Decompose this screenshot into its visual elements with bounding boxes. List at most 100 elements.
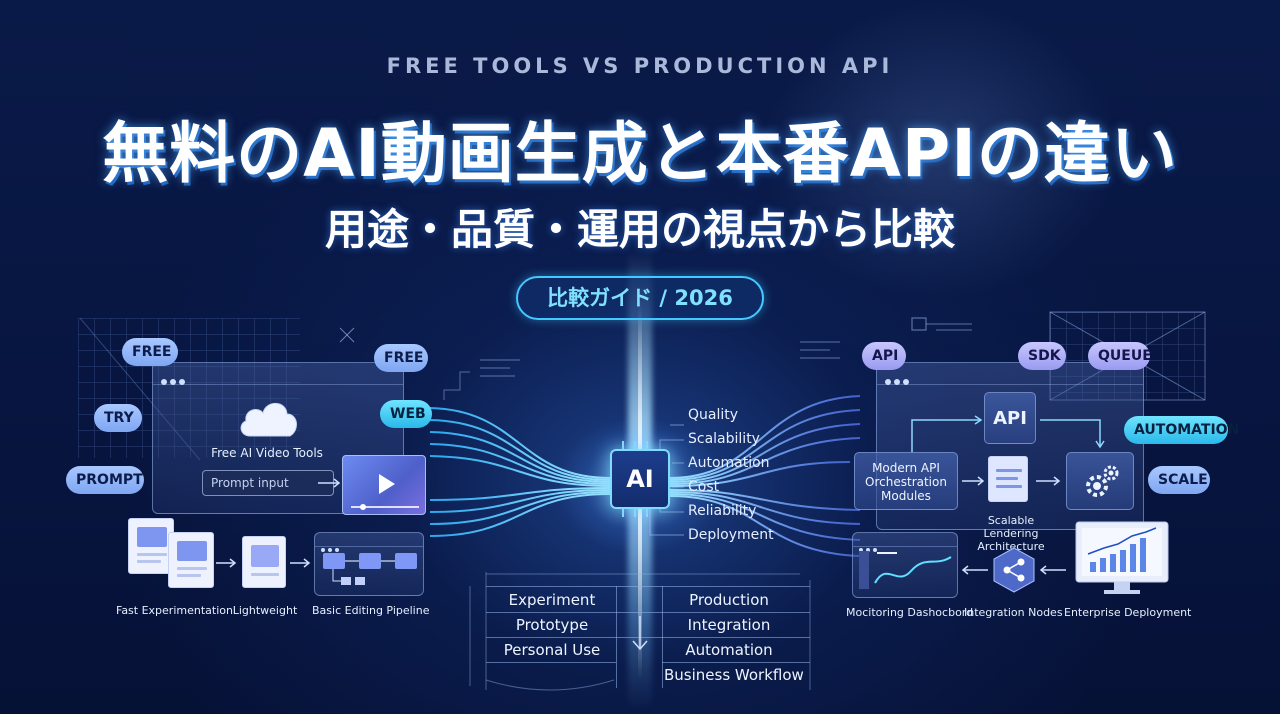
label-integration-nodes: Integration Nodes <box>964 606 1063 619</box>
tag-free: FREE <box>122 338 178 366</box>
window-titlebar <box>853 533 957 552</box>
doc-line <box>996 469 1022 472</box>
chip-pin <box>646 441 648 449</box>
arrow-right-icon <box>216 558 237 568</box>
window-dot <box>903 379 909 385</box>
settings-box <box>1066 452 1134 510</box>
document-stack-icon <box>988 456 1028 502</box>
orchestration-box: Modern API Orchestration Modules <box>854 452 958 510</box>
criteria-scalability: Scalability <box>688 431 760 447</box>
chip-pin <box>634 509 636 517</box>
arrow-right-icon <box>318 478 341 488</box>
doc-line <box>177 567 207 570</box>
doc-line <box>177 574 201 577</box>
free-tools-label: Free AI Video Tools <box>211 446 323 460</box>
window-dot <box>866 548 870 552</box>
doc-line <box>251 573 279 576</box>
label-monitoring-dashboard: Mocitoring Dashocbord <box>846 606 974 619</box>
play-icon <box>351 474 419 510</box>
page-title: 無料のAI動画生成と本番APIの違い <box>102 115 1178 192</box>
criteria-cost: Cost <box>688 479 720 495</box>
doc-line <box>137 560 161 563</box>
tag-free-2: FREE <box>374 344 428 372</box>
comparison-divider <box>486 662 616 663</box>
criteria-quality: Quality <box>688 407 739 423</box>
document-icon <box>128 518 174 574</box>
comparison-divider <box>486 637 810 638</box>
doc-header <box>137 527 167 547</box>
label-fast-experimentation: Fast Experimentation <box>116 604 233 617</box>
pipeline-icon <box>323 553 417 585</box>
chip-pin <box>622 441 624 449</box>
gear-icon <box>1086 465 1119 497</box>
subtitle-ja: 用途・品質・運用の視点から比較 <box>324 205 955 254</box>
window-dot <box>170 379 176 385</box>
criteria-reliability: Reliability <box>688 503 757 519</box>
orchestration-label: Modern API Orchestration Modules <box>865 461 947 503</box>
top-glow <box>760 0 1120 300</box>
cmp-left-experiment: Experiment <box>508 591 596 609</box>
comparison-divider <box>616 586 617 688</box>
editing-pipeline-window <box>314 532 424 596</box>
doc-header <box>251 545 279 567</box>
tag-scale: SCALE <box>1148 466 1210 494</box>
cmp-right-production: Production <box>689 591 769 609</box>
tag-prompt: PROMPT <box>66 466 144 494</box>
window-dot <box>161 379 167 385</box>
doc-line <box>137 553 167 556</box>
subtitle-en: FREE TOOLS VS PRODUCTION API <box>386 54 894 78</box>
video-preview[interactable] <box>342 455 426 515</box>
cmp-right-integration: Integration <box>687 616 771 634</box>
api-box: API <box>984 392 1036 444</box>
comparison-divider <box>486 586 810 587</box>
label-lightweight: Lightweight <box>232 604 298 617</box>
comparison-divider <box>662 662 810 663</box>
document-icon-2 <box>168 532 214 588</box>
scalable-label: Scalable Lendering Architecture <box>977 514 1045 553</box>
window-dot <box>894 379 900 385</box>
window-dot <box>321 548 325 552</box>
ai-chip: AI <box>610 449 670 509</box>
window-dot <box>859 548 863 552</box>
comparison-divider <box>662 586 663 688</box>
window-titlebar <box>153 363 403 385</box>
doc-header <box>177 541 207 561</box>
cmp-left-personal-use: Personal Use <box>503 641 601 659</box>
tag-queue: QUEUE <box>1088 342 1152 370</box>
cmp-right-automation: Automation <box>685 641 773 659</box>
label-enterprise-deployment: Enterprise Deployment <box>1064 606 1192 619</box>
criteria-automation: Automation <box>688 455 770 471</box>
tag-api: API <box>862 342 906 370</box>
tag-web: WEB <box>380 400 432 428</box>
arrow-down-icon <box>632 616 648 651</box>
enterprise-monitor-icon <box>1075 521 1169 594</box>
window-dot <box>328 548 332 552</box>
cloud-icon <box>240 402 297 437</box>
window-dot <box>885 379 891 385</box>
integration-node-icon <box>993 547 1035 593</box>
comparison-divider <box>486 612 810 613</box>
monitoring-dashboard-window <box>852 532 958 598</box>
chip-pin <box>622 509 624 517</box>
tag-sdk: SDK <box>1018 342 1066 370</box>
chip-pin <box>646 509 648 517</box>
doc-line <box>996 477 1018 480</box>
tag-try: TRY <box>94 404 142 432</box>
window-titlebar <box>315 533 423 552</box>
monitor-chart-icon <box>859 551 952 589</box>
label-basic-editing: Basic Editing Pipeline <box>312 604 430 617</box>
lightweight-icon <box>242 536 286 588</box>
cmp-right-business-workflow: Business Workflow <box>664 666 804 684</box>
window-titlebar <box>877 363 1143 385</box>
window-dot <box>873 548 877 552</box>
criteria-deployment: Deployment <box>688 527 774 543</box>
arrow-right-icon <box>290 558 311 568</box>
api-box-label: API <box>993 408 1027 429</box>
window-dot <box>335 548 339 552</box>
prompt-input[interactable]: Prompt input <box>202 470 334 496</box>
tag-automation: AUTOMATION <box>1124 416 1239 444</box>
chip-pin <box>634 441 636 449</box>
